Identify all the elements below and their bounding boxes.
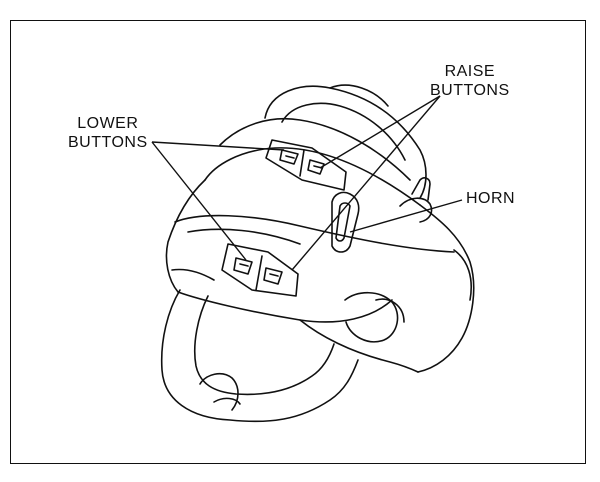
lower-button-pair [221,243,299,297]
raise-button-pair [265,139,347,191]
lower-grip [160,289,359,423]
horn-button [331,191,360,253]
lower-leader-1 [151,141,285,151]
raise-buttons-label: RAISE BUTTONS [430,62,510,100]
horn-leader [349,199,463,233]
lower-buttons-label: LOWER BUTTONS [68,114,148,152]
horn-label: HORN [466,190,516,207]
middle-band [174,214,455,253]
raise-leader-2 [291,95,441,271]
lower-band [177,291,393,323]
side-knob [399,197,433,223]
diagram-frame [10,20,586,464]
handle-body-outline [165,179,206,293]
lower-label-line-1: LOWER [77,115,139,132]
lower-leader-2 [151,141,247,261]
upper-grip [264,85,427,199]
raise-leader-1 [319,95,441,169]
upper-collar [219,117,411,181]
lower-label-line-2: BUTTONS [68,134,148,151]
raise-label-line-2: BUTTONS [430,82,510,99]
raise-label-line-1: RAISE [444,63,496,80]
